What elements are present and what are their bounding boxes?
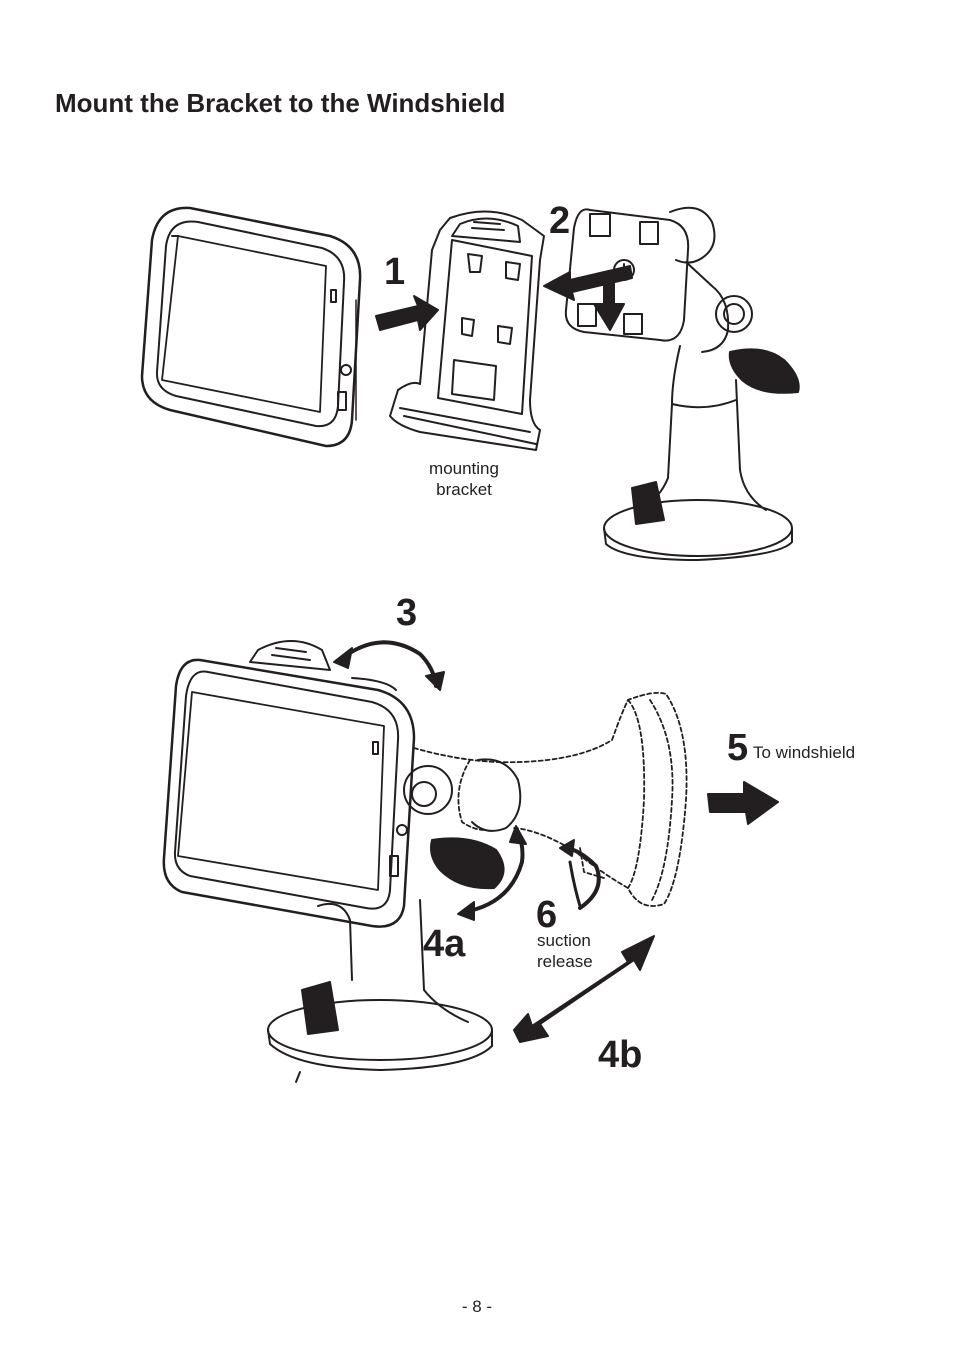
- swivel-joint-icon: [403, 758, 522, 890]
- step-4b-label: 4b: [598, 1034, 643, 1076]
- step-5-label: 5: [727, 727, 749, 769]
- caption-line: bracket: [436, 480, 492, 499]
- arrow-2-down-icon: [593, 275, 625, 331]
- arrow-6-release-icon: [564, 846, 601, 910]
- step-4a-label: 4a: [423, 923, 466, 965]
- cradle-plate-icon: [564, 208, 690, 342]
- step-1-label: 1: [384, 251, 406, 293]
- step-6-label: 6: [536, 894, 558, 936]
- caption-line: suction: [537, 931, 591, 950]
- page-number: - 8 -: [461, 1297, 493, 1316]
- page-title: Mount the Bracket to the Windshield: [55, 88, 506, 118]
- arrow-5-icon: [707, 781, 779, 825]
- suction-stand-icon: [603, 206, 800, 561]
- suction-cup-stand-icon: [267, 899, 493, 1083]
- arrow-3-rotate-icon: [338, 640, 438, 688]
- arrow-4b-slide-icon: [513, 935, 655, 1043]
- arrow-1-icon: [375, 295, 439, 331]
- suction-release-caption: suction release: [537, 930, 593, 972]
- caption-line: mounting: [429, 459, 499, 478]
- to-windshield-label: To windshield: [753, 743, 856, 762]
- step-2-label: 2: [549, 200, 571, 242]
- caption-line: release: [537, 952, 593, 971]
- gps-device-icon: [140, 206, 362, 448]
- mounting-bracket-caption: mounting bracket: [410, 458, 518, 500]
- arrow-2-left-icon: [543, 265, 633, 301]
- step-3-label: 3: [396, 592, 418, 634]
- mounting-bracket-icon: [389, 210, 545, 451]
- gps-device-mounted-icon: [162, 640, 416, 928]
